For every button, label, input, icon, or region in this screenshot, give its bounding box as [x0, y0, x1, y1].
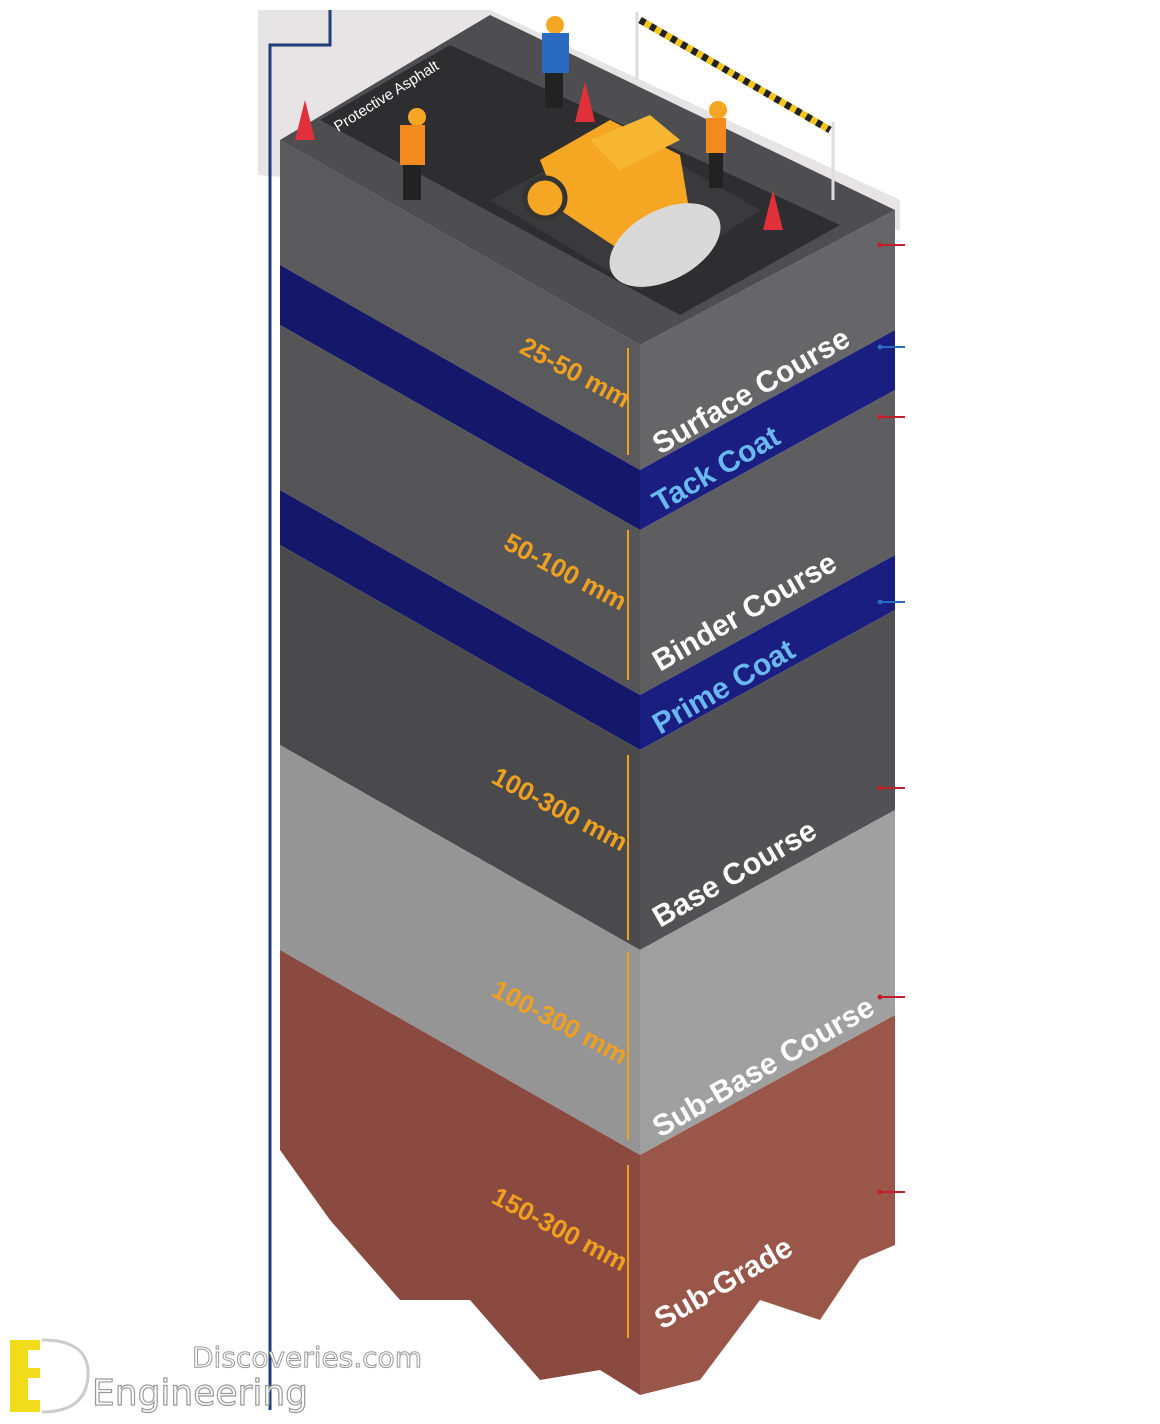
layer-subgrade-front — [280, 950, 640, 1395]
layer-binder-front — [280, 325, 640, 695]
layer-binder-side — [640, 390, 895, 695]
layer-markers — [877, 242, 905, 1195]
barrier-tape — [635, 12, 835, 200]
logo-line1: Discoveries.com — [192, 1341, 422, 1374]
layer-subbase-front — [280, 745, 640, 1155]
logo-line2: Engineering — [92, 1373, 308, 1414]
side-face — [640, 210, 895, 1395]
layer-subgrade-side — [640, 1015, 895, 1395]
road-roller-icon — [522, 115, 721, 287]
leader-line — [268, 10, 332, 1410]
layer-subbase-side — [640, 810, 895, 1155]
layer-surface-side — [640, 210, 895, 470]
layer-tack-side — [640, 330, 895, 530]
traffic-cone-icon — [295, 82, 783, 230]
layer-base-side — [640, 610, 895, 950]
layer-base-front — [280, 545, 640, 950]
front-face — [280, 140, 640, 1395]
engineering-discoveries-logo: Discoveries.com Engineering — [10, 1338, 423, 1415]
layer-prime-front — [280, 490, 640, 750]
worker-icon — [400, 16, 727, 200]
layer-tack-front — [280, 265, 640, 530]
layer-prime-side — [640, 555, 895, 750]
layer-surface-front — [280, 140, 640, 470]
